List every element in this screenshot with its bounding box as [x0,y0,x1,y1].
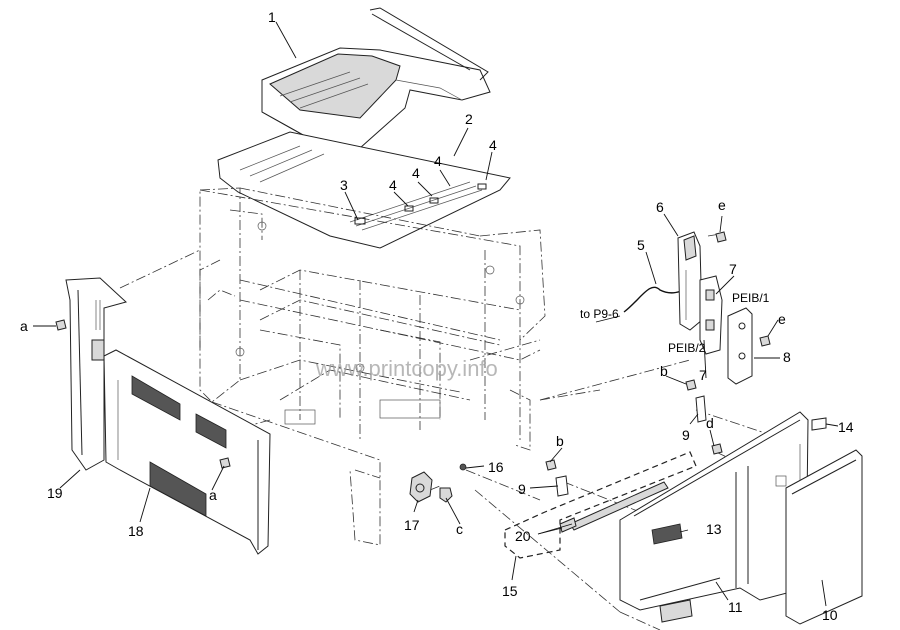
part-8-cover [727,307,753,385]
part-1-top-cover [261,7,491,151]
callout-2: 2 [465,111,473,127]
screw-c [439,487,453,503]
callout-3: 3 [340,177,348,193]
watermark: www.printcopy.info [315,356,498,381]
screw-e-lower [759,335,771,347]
screw-b-upper [685,379,697,391]
callout-to-p9-6: to P9-6 [580,307,619,321]
callout-4c: 4 [434,153,442,169]
screw-a-right [219,457,231,469]
part-2-top-plate [217,131,511,249]
part-14-tab [811,417,827,431]
part-17-bracket [409,471,433,503]
callout-peib-2: PEIB/2 [668,341,706,355]
part-10-panel [785,449,863,625]
callout-11: 11 [728,599,743,615]
callout-4a: 4 [389,177,397,193]
callout-7a: 7 [729,261,737,277]
callout-1: 1 [268,9,276,25]
callout-19: 19 [47,485,63,501]
callout-e-lower: e [778,311,786,327]
vent-grille-lower [149,461,207,517]
callout-14: 14 [838,419,854,435]
callout-a-right: a [209,487,217,503]
callout-9a: 9 [682,427,690,443]
part-15-group [504,451,697,559]
part-19-left-cover [65,277,128,471]
callout-4d: 4 [489,137,497,153]
screw-d [711,443,723,455]
callout-peib-1: PEIB/1 [732,291,770,305]
part-11-right-cover [559,411,809,623]
callout-9b: 9 [518,481,526,497]
part-9-hinge-upper [695,395,707,423]
leader-lines [33,21,839,607]
callout-15: 15 [502,583,518,599]
callout-17: 17 [404,517,420,533]
callout-8: 8 [783,349,791,365]
callout-e-upper: e [718,197,726,213]
callouts: 1 2 3 4 4 4 4 5 6 7 7 8 9 9 10 11 13 14 … [20,9,854,623]
part-6-bracket [677,231,703,331]
main-frame [199,187,546,546]
vent-grille-upper [131,375,227,449]
part-13-label [651,523,683,545]
callout-c: c [456,521,463,537]
callout-13: 13 [706,521,722,537]
callout-b-upper: b [660,363,668,379]
callout-20: 20 [515,528,531,544]
callout-6: 6 [656,199,664,215]
callout-b-lower: b [556,433,564,449]
part-9-hinge-lower [555,475,569,497]
part-7-board [699,275,723,355]
callout-4b: 4 [412,165,420,181]
callout-a-left: a [20,318,28,334]
callout-18: 18 [128,523,144,539]
callout-10: 10 [822,607,838,623]
callout-5: 5 [637,237,645,253]
part-18-left-side-cover [103,349,271,555]
part-16-clip [459,463,467,471]
callout-7b: 7 [699,367,707,383]
screw-a-left [55,319,67,331]
callout-d: d [706,415,714,431]
screw-e-upper [715,231,727,243]
callout-16: 16 [488,459,504,475]
